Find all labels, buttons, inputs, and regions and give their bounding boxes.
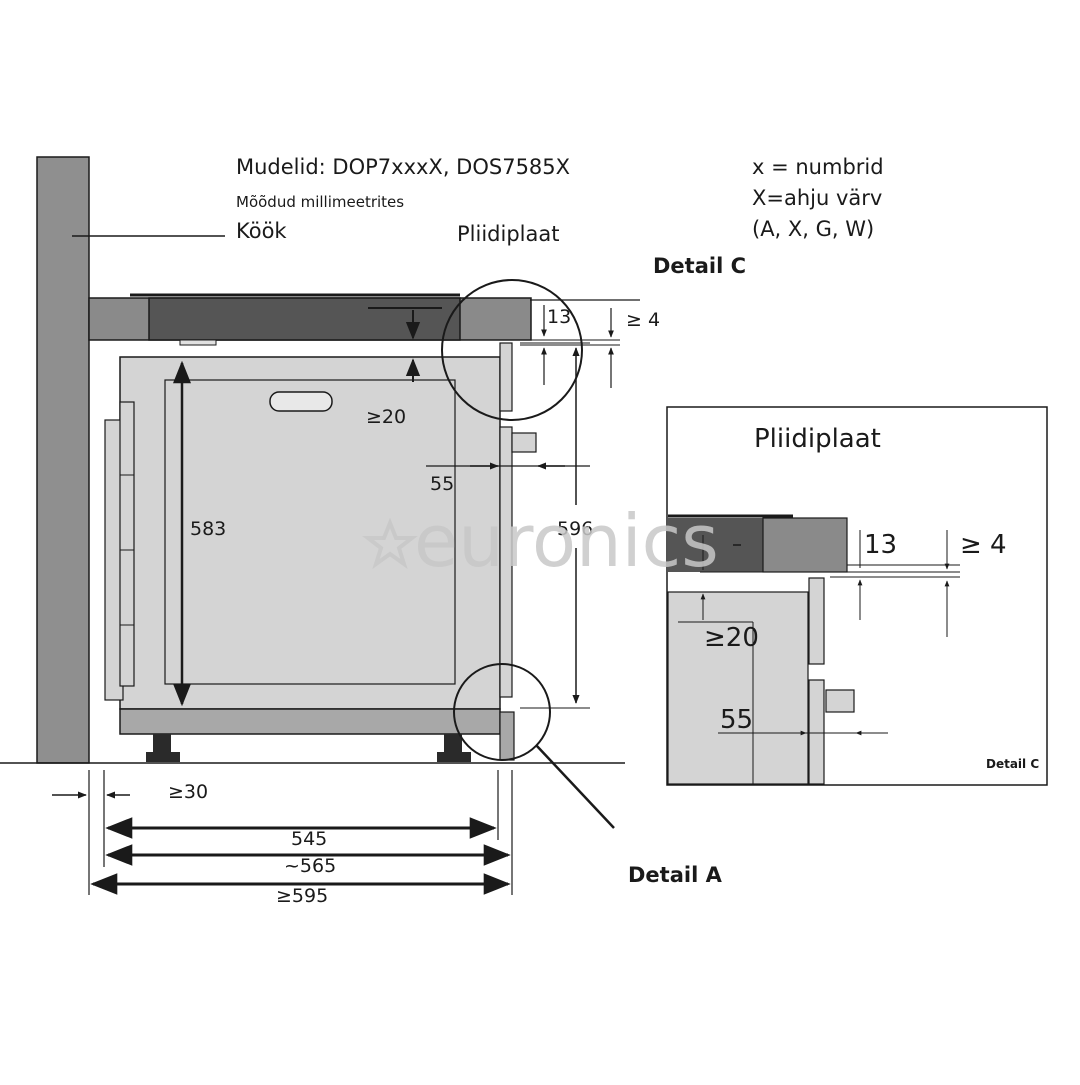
models-title: Mudelid: DOP7xxxX, DOS7585X: [236, 155, 570, 179]
front-foot-left-base: [146, 752, 180, 762]
inset-door-top: [808, 577, 825, 665]
oven-door-top: [499, 342, 513, 412]
inset-dim-13-label: 13: [864, 530, 897, 560]
hob-clip: [179, 339, 217, 346]
detail-c-inset: Pliidiplaat 13 ≥ 4 ≥20 55 Detail C: [666, 406, 1048, 786]
front-trim: [499, 711, 515, 761]
inset-dim-55-label: 55: [720, 705, 753, 735]
kitchen-label: Köök: [236, 219, 287, 243]
oven-control-knob: [511, 432, 537, 453]
inset-dim-ge20-label: ≥20: [704, 623, 759, 653]
oven-plinth: [119, 708, 501, 735]
oven-cavity-outline: [164, 379, 456, 685]
dim-545-label: 545: [291, 828, 327, 850]
front-foot-right: [444, 734, 462, 752]
oven-handle-slot: [269, 391, 333, 412]
dim-565-label: ~565: [284, 855, 336, 877]
watermark: euronics: [362, 499, 719, 583]
dim-ge4-label: ≥ 4: [626, 309, 660, 331]
units-note: Mõõdud millimeetrites: [236, 193, 404, 211]
front-foot-right-base: [437, 752, 471, 762]
detail-c-label: Detail C: [653, 254, 746, 278]
hob-label: Pliidiplaat: [457, 222, 559, 246]
legend-line-2: X=ahju värv: [752, 186, 882, 210]
dim-596-label: 596: [557, 518, 593, 540]
inset-door: [808, 679, 825, 785]
detail-c-circle: [441, 279, 583, 421]
detail-a-circle: [453, 663, 551, 761]
detail-a-leader: [535, 744, 615, 829]
legend-line-3: (A, X, G, W): [752, 217, 874, 241]
dim-55-label: 55: [430, 473, 454, 495]
dim-ge30-label: ≥30: [168, 781, 208, 803]
inset-caption: Detail C: [986, 757, 1039, 771]
inset-control-knob: [825, 689, 855, 713]
dim-13-label: 13: [547, 306, 571, 328]
oven-door: [499, 426, 513, 698]
dim-583-label: 583: [190, 518, 226, 540]
inset-oven-body: [667, 591, 809, 785]
dim-ge595-label: ≥595: [276, 885, 328, 907]
oven-back-rib: [119, 401, 135, 687]
inset-countertop: [762, 517, 848, 573]
watermark-text: euronics: [414, 499, 719, 583]
kitchen-wall: [36, 156, 90, 764]
watermark-star-icon: [362, 517, 418, 570]
inset-dim-ge4-label: ≥ 4: [960, 530, 1007, 560]
front-foot-left: [153, 734, 171, 752]
inset-hob-glass: [668, 518, 763, 572]
legend-line-1: x = numbrid: [752, 155, 884, 179]
dim-ge20-label: ≥20: [366, 406, 406, 428]
inset-title: Pliidiplaat: [754, 424, 881, 454]
detail-a-label: Detail A: [628, 863, 723, 887]
